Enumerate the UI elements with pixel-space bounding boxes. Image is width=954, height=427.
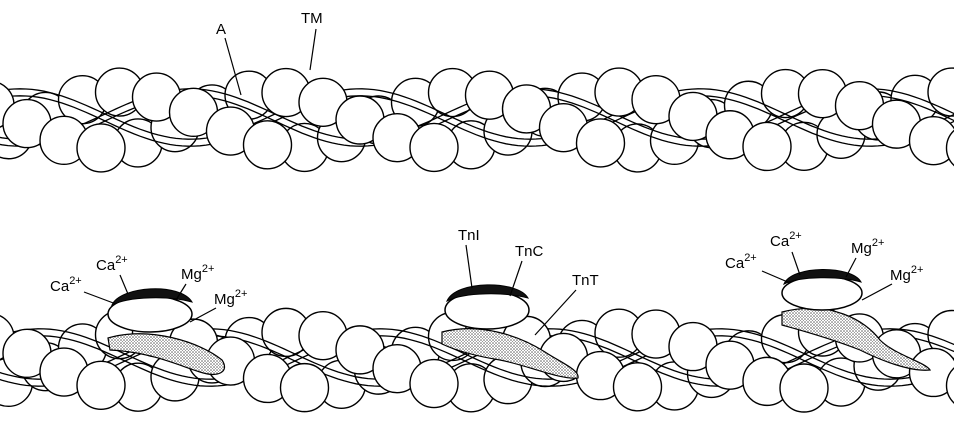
mg-ion-label: Mg2+	[890, 264, 923, 284]
ca-ion-label: Ca2+	[770, 230, 802, 250]
mg-ion-label: Mg2+	[851, 237, 884, 257]
actin-monomer	[780, 364, 828, 412]
actin-monomer	[244, 121, 292, 169]
ca-ion-label: Ca2+	[96, 254, 128, 274]
ion-leader	[190, 308, 216, 322]
actin-monomer	[410, 123, 458, 171]
actin-monomer	[281, 364, 329, 412]
tropomyosin-leader	[310, 29, 316, 70]
actin-monomer	[77, 124, 125, 172]
tni-leader	[466, 245, 472, 288]
tnc-subunit	[782, 276, 862, 310]
actin-tm-filament	[0, 68, 954, 172]
mg-ion-label: Mg2+	[181, 263, 214, 283]
actin-monomer	[614, 363, 662, 411]
actin-monomer	[577, 119, 625, 167]
actin-monomer	[743, 122, 791, 170]
ca-ion-label: Ca2+	[50, 275, 82, 295]
actin-monomer	[77, 361, 125, 409]
mg-ion-label: Mg2+	[214, 288, 247, 308]
ion-leader	[120, 275, 128, 294]
ion-leader	[862, 284, 892, 300]
ion-leader	[84, 292, 116, 304]
tnt-label: TnT	[572, 272, 599, 289]
ion-leader	[762, 271, 790, 283]
ca-ion-label: Ca2+	[725, 252, 757, 272]
tni-label: TnI	[458, 227, 480, 244]
actin-monomer	[410, 360, 458, 408]
tropomyosin-label: TM	[301, 10, 323, 27]
ion-leader	[792, 252, 800, 275]
tnc-label: TnC	[515, 243, 544, 260]
actin-label: A	[216, 21, 226, 38]
